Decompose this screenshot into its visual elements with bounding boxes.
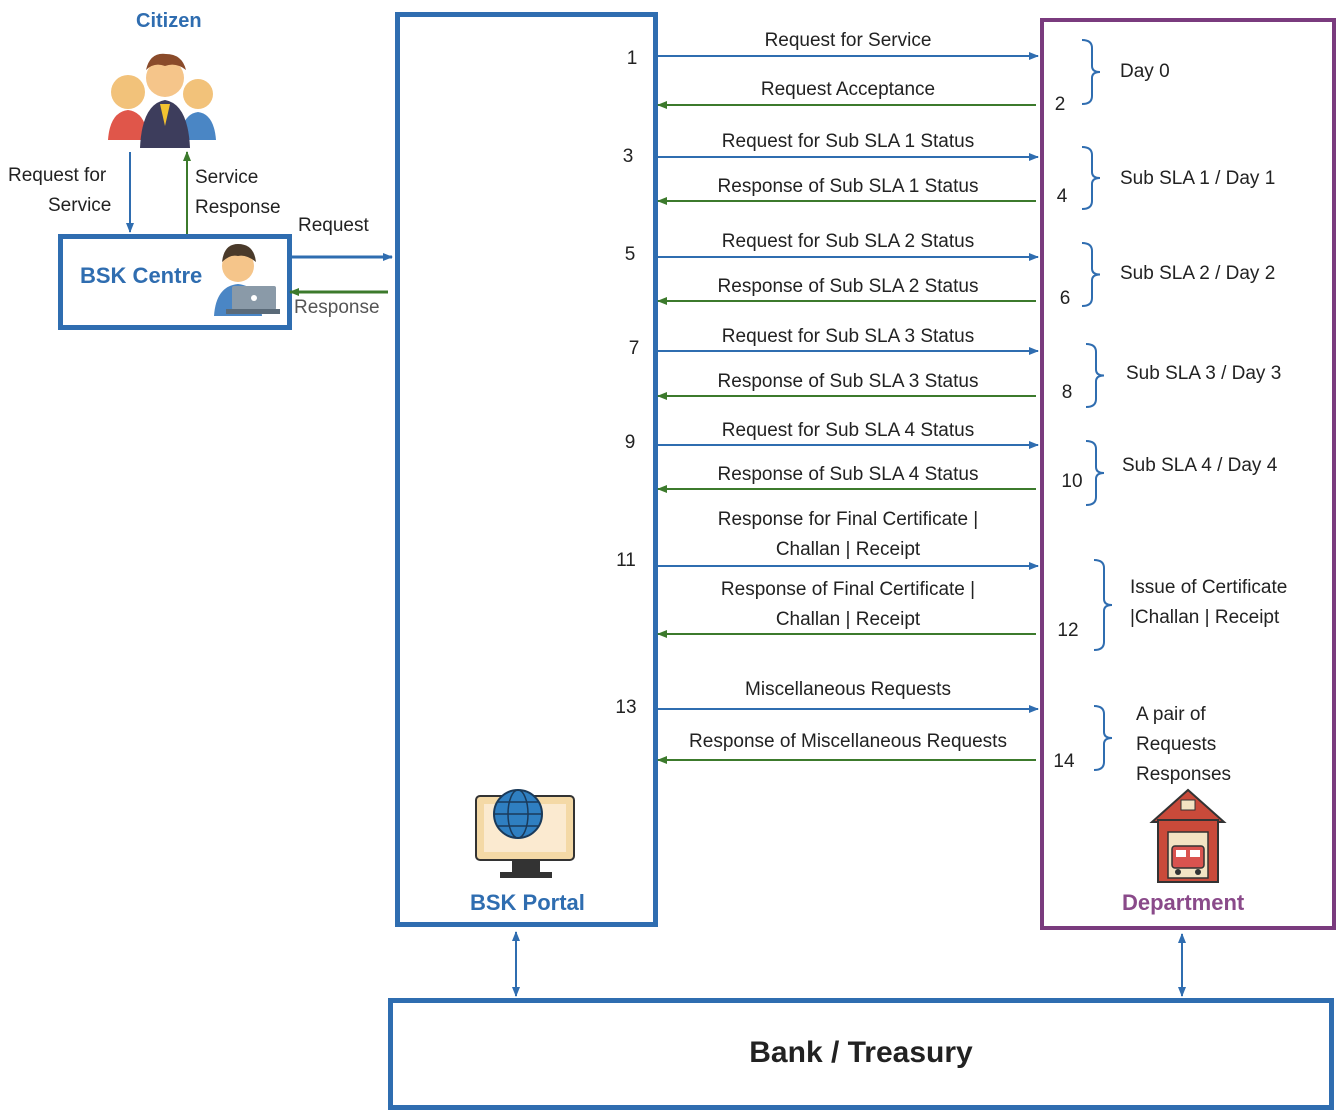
message-label-line: Response for Final Certificate |: [717, 509, 979, 530]
citizen-icon: [108, 53, 216, 148]
message-label-line: Response of Sub SLA 3 Status: [717, 371, 979, 392]
phase-brace-5: [1085, 440, 1105, 506]
message-label-9: Request for Sub SLA 4 Status: [658, 416, 1038, 446]
phase-brace-2: [1081, 146, 1101, 210]
message-number-5: 5: [624, 244, 636, 265]
phase-brace-6: [1093, 559, 1113, 651]
message-label-line: Response of Sub SLA 4 Status: [717, 464, 979, 485]
phase-brace-1: [1081, 39, 1101, 105]
message-number-6: 6: [1059, 288, 1071, 309]
bank-treasury-label: Bank / Treasury: [749, 1036, 973, 1069]
bsk-centre-title: BSK Centre: [80, 263, 203, 288]
phase-label-6: Issue of Certificate |Challan | Receipt: [1130, 573, 1287, 633]
message-label-line: Miscellaneous Requests: [745, 679, 951, 700]
message-label-14: Response of Miscellaneous Requests: [658, 727, 1038, 757]
phase-label-line: Day 0: [1120, 61, 1170, 82]
citizen-title: Citizen: [136, 10, 202, 32]
phase-brace-4: [1085, 343, 1105, 408]
message-label-1: Request for Service: [658, 26, 1038, 56]
message-number-1: 1: [626, 48, 638, 69]
message-label-8: Response of Sub SLA 3 Status: [658, 367, 1038, 397]
message-label-line: Response of Sub SLA 1 Status: [717, 176, 979, 197]
department-box: [1040, 18, 1336, 930]
phase-label-4: Sub SLA 3 / Day 3: [1126, 359, 1281, 389]
message-number-8: 8: [1061, 382, 1073, 403]
message-label-11: Response for Final Certificate | Challan …: [658, 505, 1038, 565]
message-label-line: Challan | Receipt: [775, 539, 921, 560]
phase-label-line: Issue of Certificate: [1130, 577, 1288, 598]
message-number-7: 7: [628, 338, 640, 359]
message-label-6: Response of Sub SLA 2 Status: [658, 272, 1038, 302]
message-label-line: Response of Final Certificate |: [720, 579, 976, 600]
message-label-2: Request Acceptance: [658, 75, 1038, 105]
message-label-line: Request for Sub SLA 3 Status: [721, 326, 975, 347]
message-number-13: 13: [615, 697, 637, 718]
phase-label-line: Sub SLA 4 / Day 4: [1122, 455, 1278, 476]
message-number-4: 4: [1056, 186, 1068, 207]
message-label-line: Response of Miscellaneous Requests: [689, 731, 1007, 752]
phase-label-line: A pair of: [1136, 704, 1206, 725]
message-label-line: Response of Sub SLA 2 Status: [717, 276, 979, 297]
message-label-10: Response of Sub SLA 4 Status: [658, 460, 1038, 490]
message-number-2: 2: [1054, 94, 1066, 115]
operator-icon: [214, 244, 280, 316]
phase-label-line: Sub SLA 3 / Day 3: [1126, 363, 1282, 384]
bsk-portal-box: [395, 12, 658, 927]
phase-label-1: Day 0: [1120, 57, 1170, 87]
bsk-request-label: Request: [298, 215, 369, 236]
bsk-centre-box: [58, 234, 292, 330]
phase-label-3: Sub SLA 2 / Day 2: [1120, 259, 1275, 289]
message-label-line: Request for Service: [764, 30, 932, 51]
message-label-line: Request for Sub SLA 1 Status: [721, 131, 975, 152]
phase-label-line: Sub SLA 1 / Day 1: [1120, 168, 1276, 189]
bsk-response-label: Response: [294, 297, 380, 318]
message-label-line: Request Acceptance: [760, 79, 936, 100]
department-building-icon: [1149, 788, 1227, 883]
message-label-12: Response of Final Certificate | Challan |…: [658, 575, 1038, 635]
service-response-label-2: Response: [195, 197, 281, 218]
phase-label-line: |Challan | Receipt: [1130, 607, 1280, 628]
message-label-line: Challan | Receipt: [775, 609, 921, 630]
message-number-12: 12: [1057, 620, 1079, 641]
message-number-3: 3: [622, 146, 634, 167]
message-label-5: Request for Sub SLA 2 Status: [658, 227, 1038, 257]
bsk-portal-title: BSK Portal: [470, 890, 585, 915]
phase-label-2: Sub SLA 1 / Day 1: [1120, 164, 1275, 194]
phase-label-line: Sub SLA 2 / Day 2: [1120, 263, 1276, 284]
phase-brace-7: [1093, 705, 1113, 771]
phase-brace-3: [1081, 242, 1101, 307]
message-label-3: Request for Sub SLA 1 Status: [658, 127, 1038, 157]
message-label-4: Response of Sub SLA 1 Status: [658, 172, 1038, 202]
message-number-10: 10: [1061, 471, 1083, 492]
message-number-11: 11: [616, 550, 636, 571]
message-label-13: Miscellaneous Requests: [658, 675, 1038, 705]
request-for-service-label-1: Request for: [8, 165, 107, 186]
bank-treasury-box: [388, 998, 1334, 1110]
message-label-line: Request for Sub SLA 4 Status: [721, 420, 975, 441]
department-title: Department: [1122, 890, 1245, 915]
request-for-service-label-2: Service: [48, 195, 112, 216]
phase-label-5: Sub SLA 4 / Day 4: [1122, 451, 1277, 481]
service-response-label-1: Service: [195, 167, 259, 188]
message-number-14: 14: [1053, 751, 1075, 772]
phase-label-line: Requests: [1136, 734, 1217, 755]
message-label-line: Request for Sub SLA 2 Status: [721, 231, 975, 252]
globe-computer-icon: [475, 789, 575, 878]
message-label-7: Request for Sub SLA 3 Status: [658, 322, 1038, 352]
message-number-9: 9: [624, 432, 636, 453]
phase-label-line: Responses: [1136, 764, 1232, 785]
